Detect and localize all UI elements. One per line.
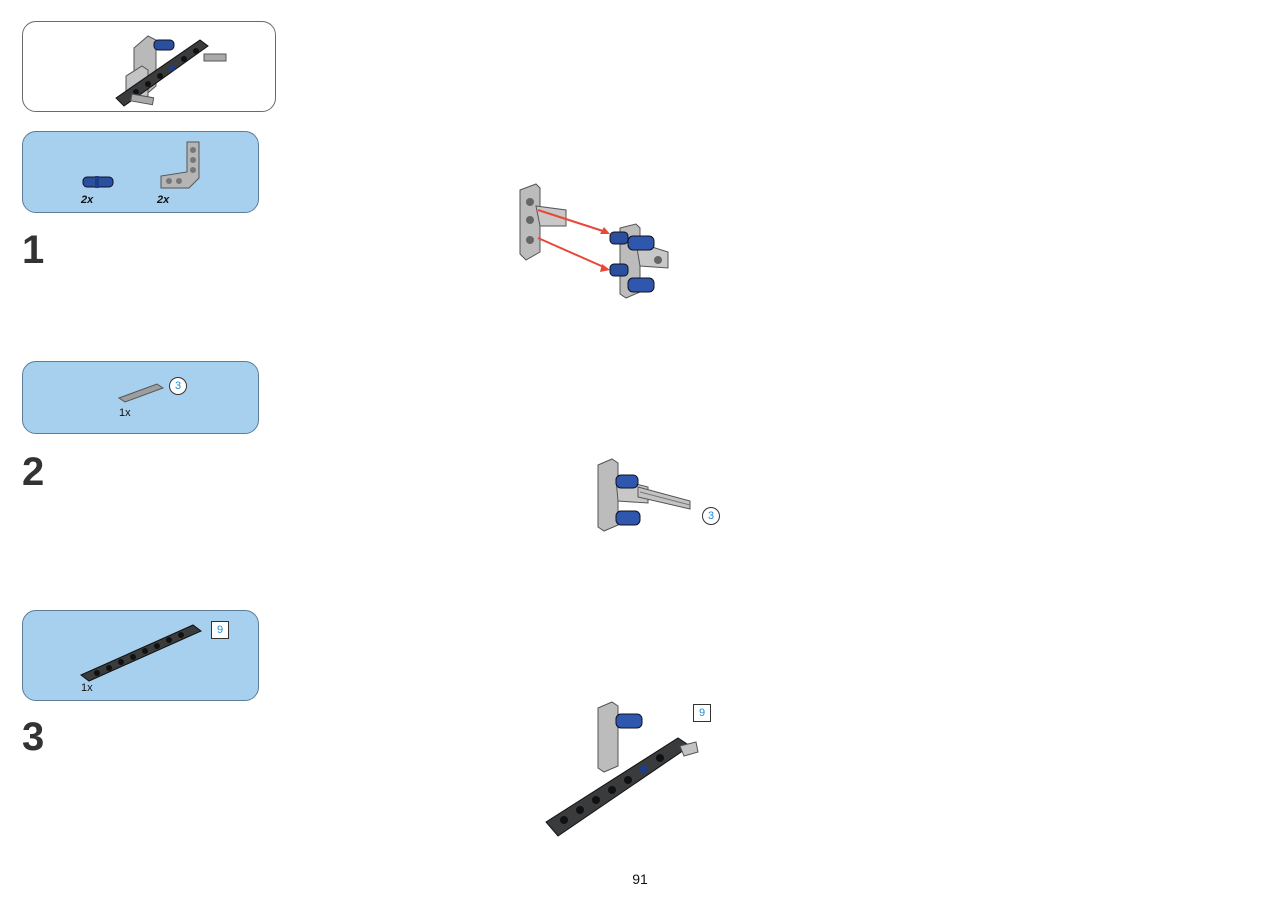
step-1-assembly-illustration [519, 183, 669, 299]
step-2-parts-panel: 3 1x [22, 361, 259, 434]
axle-length-callout: 3 [169, 377, 187, 395]
part-quantity: 2x [157, 194, 170, 206]
submodel-overview-illustration [115, 35, 227, 107]
beam-length-callout: 9 [211, 621, 229, 639]
axle-part-icon [117, 383, 165, 403]
grey-angle-beam-part-icon [160, 141, 200, 189]
step-2-axle-callout: 3 [702, 507, 720, 525]
submodel-overview-panel [22, 21, 276, 112]
step-number: 1 [22, 228, 45, 272]
part-quantity: 1x [119, 407, 131, 419]
step-3-assembly-illustration [545, 701, 699, 837]
step-3-parts-panel: 9 1x [22, 610, 259, 701]
page-number: 91 [632, 871, 648, 887]
part-quantity: 2x [81, 194, 94, 206]
step-number: 3 [22, 715, 45, 759]
step-2-assembly-illustration [597, 458, 691, 532]
step-3-beam-callout: 9 [693, 704, 711, 722]
blue-pin-part-icon [82, 176, 114, 188]
step-1-parts-panel: 2x 2x [22, 131, 259, 213]
part-quantity: 1x [81, 682, 93, 694]
step-number: 2 [22, 450, 45, 494]
beam-part-icon [80, 624, 202, 682]
